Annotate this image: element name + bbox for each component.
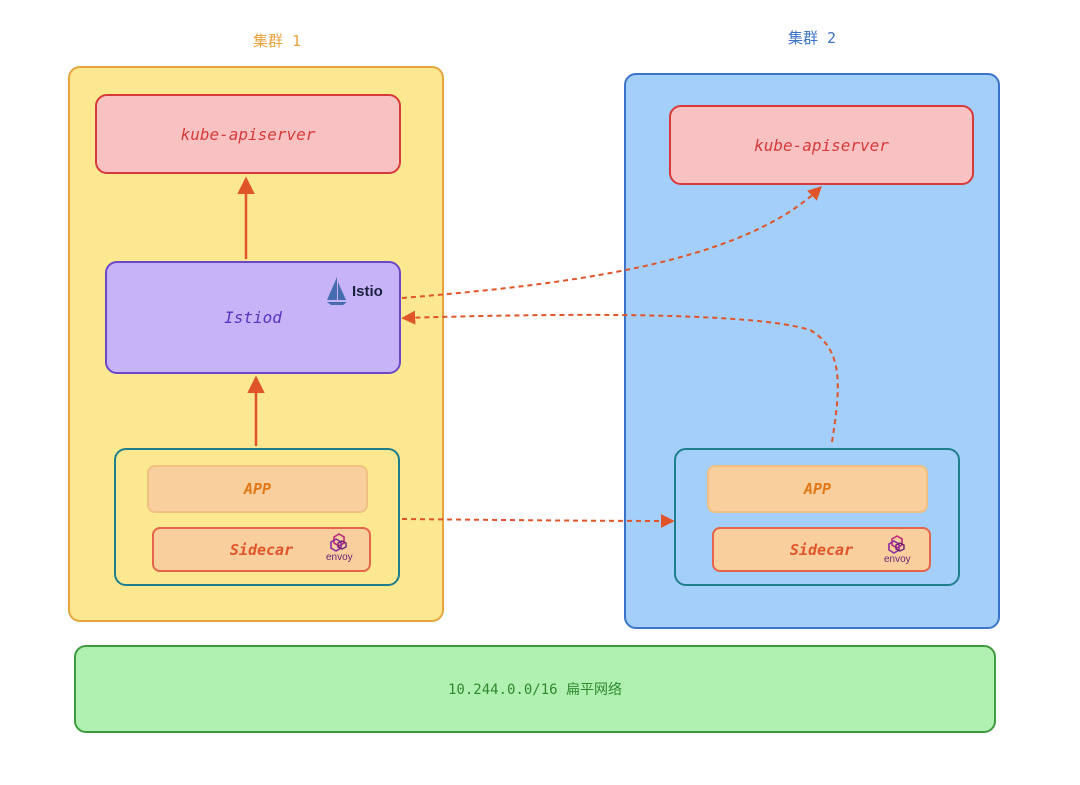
cluster2-sidecar-box: Sidecar bbox=[712, 527, 931, 572]
istiod-label: Istiod bbox=[224, 308, 282, 327]
cluster2-sidecar-label: Sidecar bbox=[789, 540, 854, 559]
sidecar1-to-pod2-arrow bbox=[401, 513, 675, 528]
istiod-box: Istiod bbox=[105, 261, 401, 374]
istio-sail-icon bbox=[327, 277, 347, 305]
flat-network-label: 10.244.0.0/16 扁平网络 bbox=[447, 682, 622, 698]
cluster1-app-box: APP bbox=[147, 465, 368, 513]
cluster2-envoy-logo: envoy bbox=[884, 535, 911, 565]
cluster2-envoy-text: envoy bbox=[884, 554, 911, 565]
cluster1-envoy-logo: envoy bbox=[326, 533, 353, 563]
envoy-hexagon-icon bbox=[330, 533, 348, 552]
cluster2-pod bbox=[674, 448, 960, 586]
cluster2-apiserver: kube-apiserver bbox=[669, 105, 974, 185]
istiod-to-apiserver2-arrow bbox=[401, 186, 823, 299]
pod2-to-istiod-arrow bbox=[401, 310, 839, 443]
cluster1-title: 集群 1 bbox=[252, 32, 302, 50]
cluster1-apiserver: kube-apiserver bbox=[95, 94, 401, 174]
cluster1-sidecar-label: Sidecar bbox=[229, 540, 294, 559]
cluster2-title: 集群 2 bbox=[787, 29, 837, 47]
cluster2-app-label: APP bbox=[803, 480, 832, 498]
cluster1-envoy-text: envoy bbox=[326, 552, 353, 563]
cluster1-pod bbox=[114, 448, 400, 586]
cluster2-apiserver-label: kube-apiserver bbox=[754, 135, 889, 155]
cluster2-app-box: APP bbox=[707, 465, 928, 513]
istio-logo: Istio bbox=[326, 276, 383, 306]
envoy-hexagon-icon bbox=[888, 535, 906, 554]
cluster1-apiserver-label: kube-apiserver bbox=[180, 124, 316, 144]
flat-network-bar: 10.244.0.0/16 扁平网络 bbox=[74, 645, 996, 733]
istio-logo-text: Istio bbox=[352, 282, 383, 300]
cluster1-app-label: APP bbox=[243, 480, 272, 498]
